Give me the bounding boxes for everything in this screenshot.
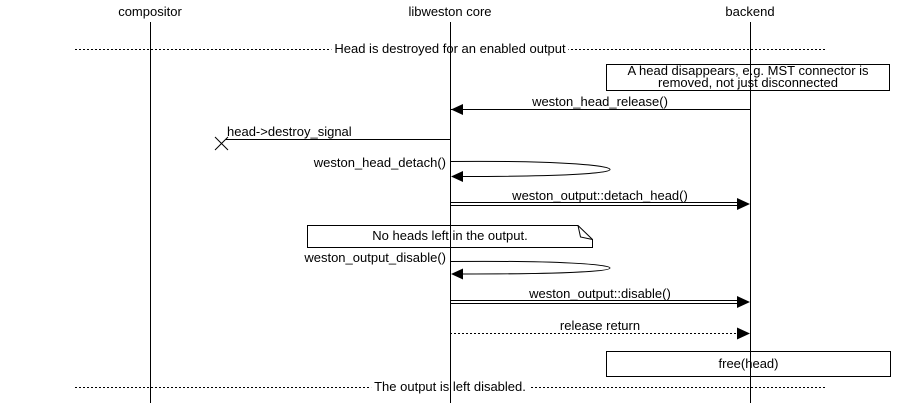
box-free-head: free(head) [606,351,891,377]
message-label-weston-head-detach: weston_head_detach() [313,155,446,170]
note-head-disappears-line2: removed, not just disconnected [658,75,838,90]
message-label-head-destroy-signal: head->destroy_signal [227,124,352,139]
arrow-weston-output-disable-self [449,260,611,280]
participant-libweston-core: libweston core [408,4,492,19]
lifeline-compositor [149,22,151,403]
note-head-disappears-line1: A head disappears, e.g. MST connector is [627,63,869,78]
participant-backend: backend [725,4,775,19]
lifeline-backend [749,22,751,403]
participant-compositor: compositor [118,4,182,19]
lifeline-libweston-core-divider1-segment [449,42,451,57]
arrow-weston-head-detach-self [449,160,611,182]
lifeline-libweston-core [449,22,451,403]
message-label-weston-output-disable: weston_output_disable() [304,250,446,265]
message-label-weston-head-release: weston_head_release() [532,94,668,109]
note-no-heads-left-text: No heads left in the output. [372,228,528,243]
lifeline-libweston-core-divider2-segment [449,380,451,395]
message-label-weston-output-detach-head: weston_output::detach_head() [512,188,688,203]
message-label-release-return: release return [559,318,641,333]
message-label-weston-output-disable-call: weston_output::disable() [529,286,671,301]
note-head-disappears: A head disappears, e.g. MST connector is… [606,64,890,91]
